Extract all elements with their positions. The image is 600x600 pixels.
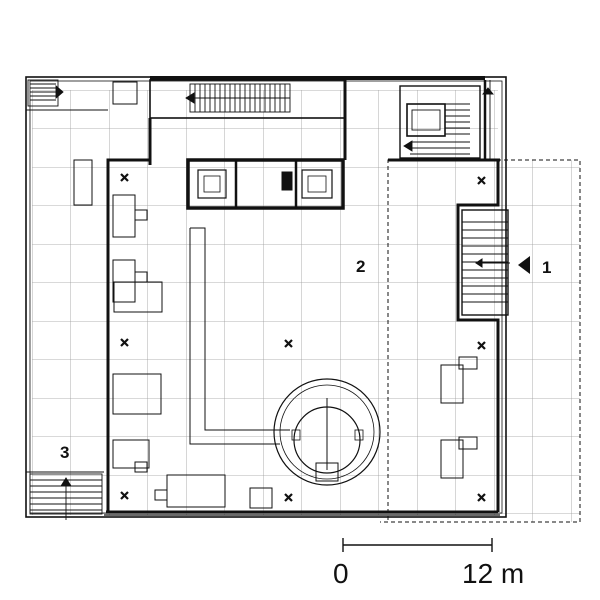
stair-icon xyxy=(29,473,103,520)
entrance-arrow-icon xyxy=(518,256,530,274)
elevator-core xyxy=(186,158,345,210)
column-cross-icon xyxy=(120,173,486,502)
elevator-icon xyxy=(197,169,227,199)
label-one: 1 xyxy=(542,258,551,277)
inner-walls xyxy=(106,158,500,514)
annex-grid xyxy=(498,160,580,522)
stair-icon xyxy=(399,80,494,160)
service-counter xyxy=(189,227,290,445)
workstations-left xyxy=(112,194,273,509)
scale-bar xyxy=(342,538,493,552)
scale-end-label: 12 m xyxy=(462,558,524,589)
reception-desk xyxy=(273,378,381,486)
workstations-right xyxy=(440,356,478,479)
entrance-stair xyxy=(461,209,510,316)
annex-outline xyxy=(380,159,581,523)
label-two: 2 xyxy=(356,257,365,276)
elevator-icon xyxy=(301,169,333,199)
left-strip xyxy=(26,109,108,473)
scale-start-label: 0 xyxy=(333,558,349,589)
label-three: 3 xyxy=(60,443,69,462)
stair-icon xyxy=(148,79,347,165)
stair-icon xyxy=(27,79,64,107)
small-box xyxy=(112,81,138,105)
